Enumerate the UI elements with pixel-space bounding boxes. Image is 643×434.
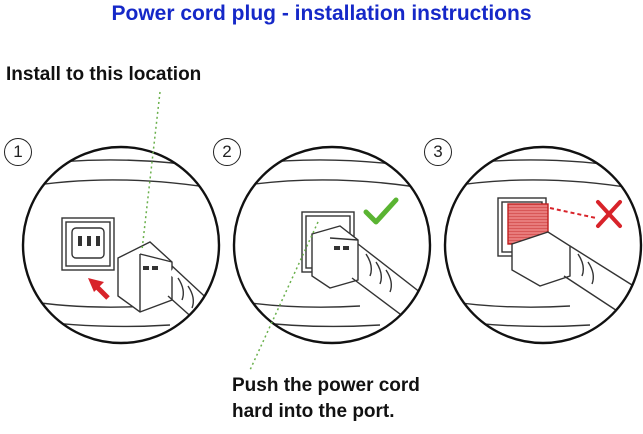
panel-2-illustration xyxy=(232,145,432,345)
page-title: Power cord plug - installation instructi… xyxy=(111,2,532,25)
step-number-3: 3 xyxy=(424,138,452,166)
guide-line-push xyxy=(249,221,319,371)
push-instruction: Push the power cord hard into the port. xyxy=(232,373,420,425)
push-instruction-line-2: hard into the port. xyxy=(232,401,395,422)
check-mark-icon xyxy=(363,197,399,225)
guide-line-install xyxy=(141,91,161,251)
panel-3-illustration xyxy=(443,145,643,345)
step-number-1: 1 xyxy=(4,138,32,166)
red-arrow-icon xyxy=(88,278,110,300)
step-number-2: 2 xyxy=(213,138,241,166)
install-location-callout: Install to this location xyxy=(6,64,202,85)
cross-mark-icon xyxy=(596,200,622,228)
push-instruction-line-1: Push the power cord xyxy=(232,375,420,396)
panel-1-illustration xyxy=(21,145,221,345)
